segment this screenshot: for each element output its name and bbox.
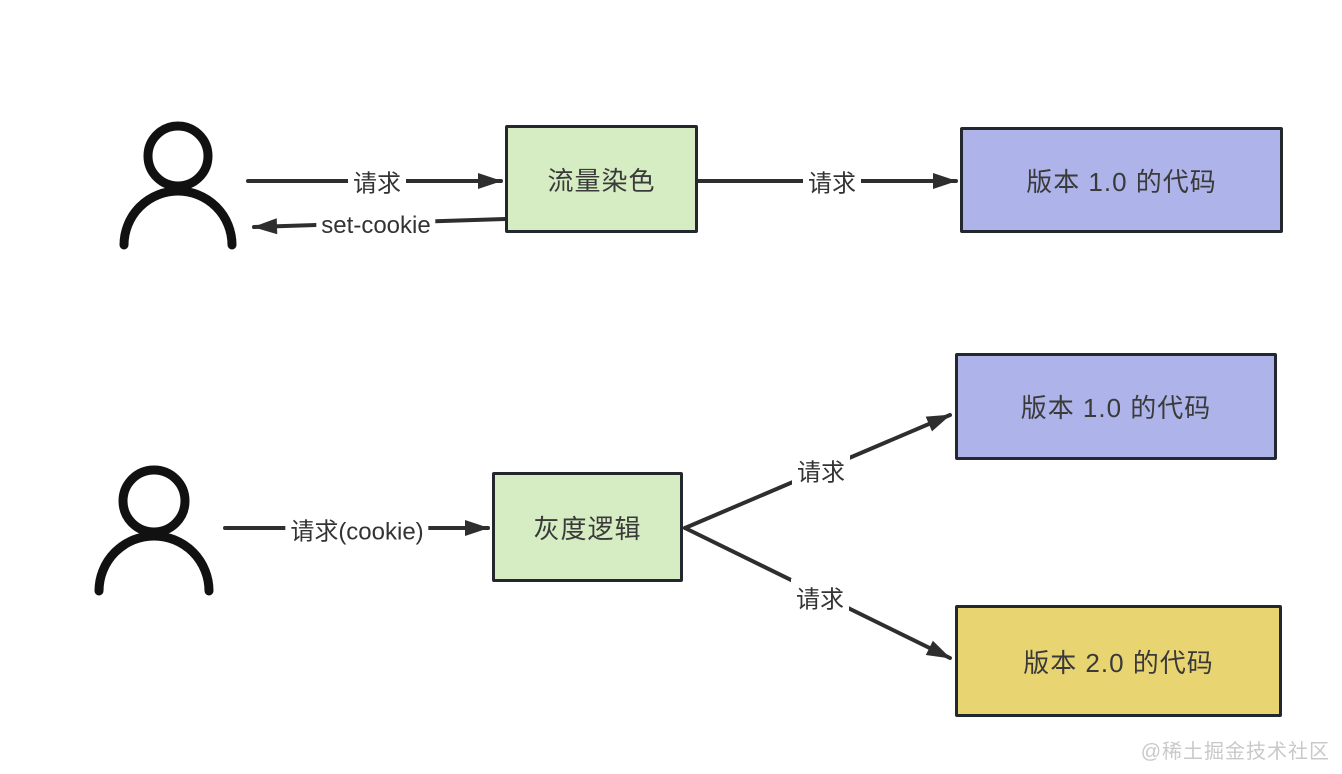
user-icon-top bbox=[119, 121, 237, 250]
user-shoulders bbox=[119, 186, 237, 250]
node-traffic-dye: 流量染色 bbox=[505, 125, 698, 233]
user-icon-bottom bbox=[94, 465, 214, 596]
node-version-1-top: 版本 1.0 的代码 bbox=[960, 127, 1283, 233]
user-head bbox=[143, 121, 213, 191]
node-label: 流量染色 bbox=[547, 165, 656, 196]
node-version-1-mid: 版本 1.0 的代码 bbox=[955, 353, 1277, 460]
edge-label-request-branch-v2: 请求 bbox=[791, 578, 849, 616]
edge-label-request-to-dye: 请求 bbox=[348, 162, 406, 200]
edge-label-set-cookie: set-cookie bbox=[316, 211, 436, 241]
node-label: 灰度逻辑 bbox=[533, 513, 642, 544]
node-label: 版本 2.0 的代码 bbox=[1023, 647, 1214, 678]
user-shoulders bbox=[94, 531, 214, 596]
watermark: @稀土掘金技术社区 bbox=[1140, 741, 1330, 763]
node-label: 版本 1.0 的代码 bbox=[1020, 393, 1212, 423]
edge-label-request-to-v1: 请求 bbox=[803, 162, 861, 200]
node-label: 版本 1.0 的代码 bbox=[1026, 166, 1217, 197]
user-head bbox=[118, 465, 190, 537]
edge-label-request-branch-v1: 请求 bbox=[792, 451, 850, 489]
node-gray-logic: 灰度逻辑 bbox=[492, 472, 683, 582]
node-version-2: 版本 2.0 的代码 bbox=[955, 605, 1282, 717]
edge-label-request-cookie: 请求(cookie) bbox=[285, 510, 429, 548]
